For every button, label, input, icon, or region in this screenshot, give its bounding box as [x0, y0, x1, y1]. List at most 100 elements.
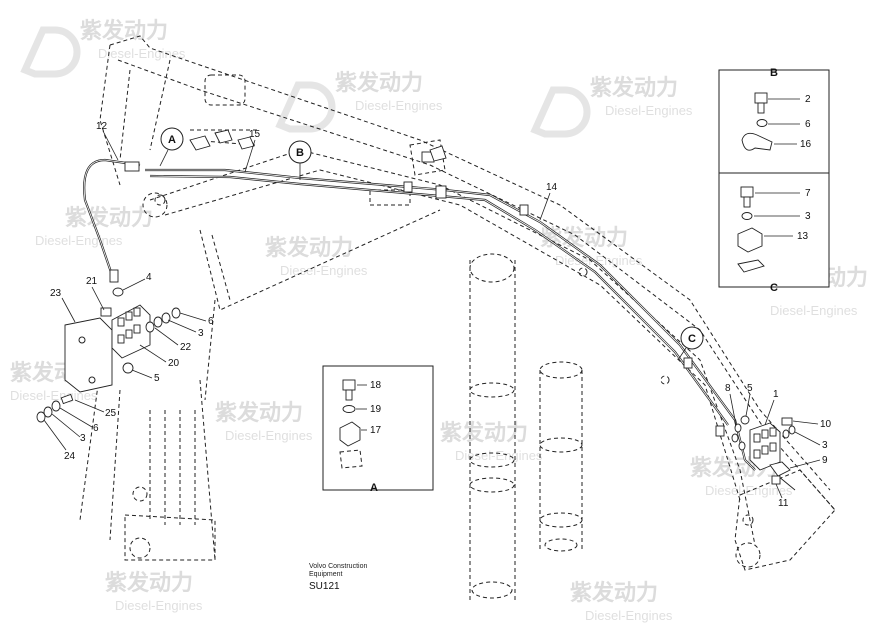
inset-c-part-7: 7 [805, 188, 811, 199]
callout-b-label: B [296, 147, 304, 159]
pipe-fitting [715, 425, 725, 437]
inset-c-part-13: 13 [797, 231, 809, 242]
part-label-6: 6 [93, 423, 99, 434]
part-label-3: 3 [80, 433, 86, 444]
part-labels: 12 15 14 21 4 23 6 3 22 20 5 25 6 3 24 8… [43, 121, 832, 509]
bolt-2 [754, 92, 768, 104]
part-label-10: 10 [820, 419, 832, 430]
hydraulic-lines [83, 158, 756, 471]
clamp-13 [737, 227, 763, 253]
inset-b-part-6: 6 [805, 119, 811, 130]
fitting-21 [100, 307, 112, 317]
watermark-sub: Diesel-Engines [98, 46, 186, 61]
nut-4 [112, 287, 124, 297]
part-label-9: 9 [822, 455, 828, 466]
watermark-sub: Diesel-Engines [585, 608, 673, 623]
part-label-25: 25 [105, 408, 117, 419]
caption-line-2: Equipment [309, 571, 343, 578]
watermark-sub: Diesel-Engines [35, 233, 123, 248]
part-label-6: 6 [208, 316, 214, 327]
part-label-1: 1 [773, 389, 779, 400]
watermark-sub: Diesel-Engines [355, 98, 443, 113]
part-label-22: 22 [180, 342, 192, 353]
caption-line-1: Volvo Construction [309, 563, 368, 570]
watermark-brand: 紫发动力 [105, 570, 193, 595]
part-label-21: 21 [86, 276, 98, 287]
part-label-20: 20 [168, 358, 180, 369]
part-label-24: 24 [64, 451, 76, 462]
watermark-brand: 紫发动力 [80, 18, 168, 43]
watermark-brand: 紫发动力 [540, 225, 628, 250]
pipe-clamp [403, 181, 413, 193]
inset-bc: B 2 6 16 7 3 13 C [718, 67, 830, 294]
inset-b-label: B [770, 67, 778, 79]
clamp-16 [741, 132, 773, 151]
watermark-brand: 紫发动力 [215, 400, 303, 425]
bolt-18 [342, 379, 356, 391]
cover-plate-23 [64, 317, 113, 393]
pipe-clamp [683, 357, 693, 369]
cylinders [469, 253, 583, 600]
watermark-sub: Diesel-Engines [770, 303, 858, 318]
inset-bc-frame [718, 69, 830, 288]
inset-c-part-3: 3 [805, 211, 811, 222]
watermark-brand: 紫发动力 [590, 75, 678, 100]
washer-3 [741, 212, 753, 220]
watermark-sub: Diesel-Engines [225, 428, 313, 443]
clamp-17 [339, 421, 361, 447]
left-valve-assembly [36, 287, 181, 423]
part-label-12: 12 [96, 121, 108, 132]
part-label-15: 15 [249, 129, 261, 140]
callout-c-label: C [688, 333, 696, 345]
watermark-sub: Diesel-Engines [115, 598, 203, 613]
fitting-11 [771, 475, 781, 485]
hose-fitting [109, 269, 119, 283]
bolt-25 [60, 393, 74, 405]
part-label-8: 8 [725, 383, 731, 394]
watermark-sub: Diesel-Engines [10, 388, 98, 403]
watermark-brand: 紫发动力 [570, 580, 658, 605]
part-label-4: 4 [146, 272, 152, 283]
upper-fittings [189, 129, 447, 162]
fitting-9 [769, 461, 791, 477]
callout-c: C [677, 326, 704, 361]
part-label-11: 11 [778, 498, 789, 509]
callout-a-label: A [168, 134, 176, 146]
pipe-fitting [435, 185, 447, 199]
part-label-3: 3 [822, 440, 828, 451]
callout-b: B [288, 140, 312, 180]
inset-a-part-18: 18 [370, 380, 382, 391]
watermark-brand: 紫发动力 [265, 235, 353, 260]
watermark-sub: Diesel-Engines [555, 253, 643, 268]
watermark-sub: Diesel-Engines [605, 103, 693, 118]
watermark-brand: 紫发动力 [440, 420, 528, 445]
right-valve-assembly [731, 415, 796, 491]
watermark-brand: 紫发动力 [65, 205, 153, 230]
part-label-5: 5 [154, 373, 160, 384]
inset-a: 18 19 17 A [322, 365, 434, 494]
pipe-clamp [519, 204, 529, 216]
inset-b-part-16: 16 [800, 139, 812, 150]
diagram-code: SU121 [309, 581, 340, 592]
washer-19 [342, 405, 356, 413]
watermark-sub: Diesel-Engines [280, 263, 368, 278]
part-label-14: 14 [546, 182, 558, 193]
watermark-sub: Diesel-Engines [705, 483, 793, 498]
washer-6 [756, 119, 768, 127]
inset-c-label: C [770, 282, 778, 294]
watermark-sub: Diesel-Engines [455, 448, 543, 463]
hose-fitting [124, 161, 140, 172]
inset-b-part-2: 2 [805, 94, 811, 105]
nut-5 [122, 362, 134, 374]
part-label-5: 5 [747, 383, 753, 394]
part-label-3: 3 [198, 328, 204, 339]
watermark-brand: 紫发动力 [335, 70, 423, 95]
part-label-23: 23 [50, 288, 62, 299]
callout-a: A [159, 127, 184, 167]
inset-a-part-19: 19 [370, 404, 382, 415]
bolt-10 [781, 417, 793, 426]
bolt-7 [740, 186, 754, 198]
line-fittings [109, 151, 725, 437]
